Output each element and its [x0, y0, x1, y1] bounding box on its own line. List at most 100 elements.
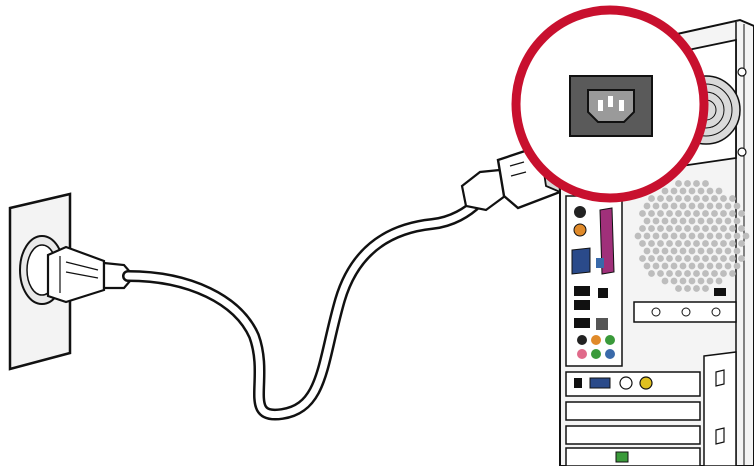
audio-jack-icon: [577, 335, 587, 345]
grille-hole: [675, 240, 682, 247]
grille-hole: [684, 180, 691, 187]
grille-hole: [666, 225, 673, 232]
grille-hole: [720, 225, 727, 232]
grille-hole: [720, 270, 727, 277]
grille-hole: [715, 187, 723, 195]
usb-port-icon: [574, 318, 590, 328]
grille-hole: [702, 195, 709, 202]
grille-hole: [693, 210, 700, 217]
grille-hole: [679, 217, 687, 225]
audio-jack-icon: [605, 335, 615, 345]
grille-hole: [666, 195, 673, 202]
screw-icon: [737, 67, 747, 77]
inlet-pin-icon: [608, 96, 613, 107]
grille-hole: [697, 277, 705, 285]
grille-hole: [666, 210, 673, 217]
grille-hole: [679, 187, 687, 195]
grille-hole: [661, 232, 669, 240]
grille-hole: [715, 262, 723, 270]
drive-bracket: [703, 351, 737, 466]
vga-port: [596, 258, 604, 268]
grille-hole: [688, 277, 696, 285]
grille-hole: [670, 277, 678, 285]
grille-hole: [666, 255, 673, 262]
grille-hole: [702, 270, 709, 277]
grille-hole: [688, 262, 696, 270]
grille-hole: [684, 285, 691, 292]
grille-hole: [706, 202, 714, 210]
grille-hole: [652, 217, 660, 225]
grille-hole: [702, 210, 709, 217]
grille-hole: [648, 240, 655, 247]
grille-hole: [675, 195, 682, 202]
grille-hole: [639, 240, 646, 247]
grille-hole: [697, 187, 705, 195]
grille-hole: [729, 225, 736, 232]
grille-hole: [657, 270, 664, 277]
grille-hole: [661, 262, 669, 270]
grille-hole: [729, 210, 736, 217]
grille-hole: [652, 262, 660, 270]
grille-hole: [688, 247, 696, 255]
grille-hole: [702, 225, 709, 232]
connector-grip-line: [510, 171, 527, 177]
expansion-slot-cover: [565, 401, 701, 421]
grille-hole: [661, 247, 669, 255]
grille-hole: [706, 262, 714, 270]
power-inlet-callout: [511, 5, 709, 203]
grille-hole: [652, 232, 660, 240]
plug-grip-line: [65, 261, 99, 271]
grille-hole: [724, 217, 732, 225]
grille-hole: [661, 217, 669, 225]
grille-hole: [643, 247, 651, 255]
expansion-slot-video: [565, 371, 701, 397]
screw-icon: [737, 147, 747, 157]
grille-hole: [702, 285, 709, 292]
grille-hole: [684, 225, 691, 232]
grille-hole: [715, 217, 723, 225]
grille-hole: [693, 240, 700, 247]
ps2-port-icon: [573, 223, 587, 237]
grille-hole: [657, 210, 664, 217]
grille-hole: [675, 285, 682, 292]
grille-hole: [720, 255, 727, 262]
grille-hole: [643, 232, 651, 240]
grille-hole: [733, 217, 741, 225]
grille-hole: [706, 217, 714, 225]
power-cable: [122, 196, 484, 421]
grille-hole: [675, 225, 682, 232]
grille-hole: [729, 240, 736, 247]
grille-hole: [706, 187, 714, 195]
grille-hole: [679, 262, 687, 270]
grille-hole: [684, 195, 691, 202]
grille-hole: [720, 195, 727, 202]
grille-hole: [733, 202, 741, 210]
grille-hole: [729, 195, 736, 202]
audio-jack-icon: [605, 349, 615, 359]
grille-hole: [715, 277, 723, 285]
lock-slot: [714, 288, 726, 296]
firewire-port-icon: [598, 288, 608, 298]
grille-hole: [724, 202, 732, 210]
grille-hole: [670, 262, 678, 270]
grille-hole: [679, 247, 687, 255]
grille-hole: [648, 255, 655, 262]
audio-jack-icon: [577, 349, 587, 359]
connector-strain-relief: [460, 168, 507, 212]
grille-hole: [648, 195, 655, 202]
grille-hole: [693, 225, 700, 232]
connector-grip-line: [509, 161, 525, 167]
grille-hole: [670, 202, 678, 210]
grille-hole: [697, 217, 705, 225]
grille-hole: [733, 262, 741, 270]
audio-jack-icon: [591, 349, 601, 359]
grille-hole: [643, 217, 651, 225]
grille-hole: [720, 210, 727, 217]
grille-hole: [688, 202, 696, 210]
serial-port: [571, 247, 591, 275]
grille-hole: [738, 240, 745, 247]
grille-hole: [711, 240, 718, 247]
grille-hole: [733, 247, 741, 255]
grille-hole: [706, 247, 714, 255]
grille-hole: [679, 277, 687, 285]
